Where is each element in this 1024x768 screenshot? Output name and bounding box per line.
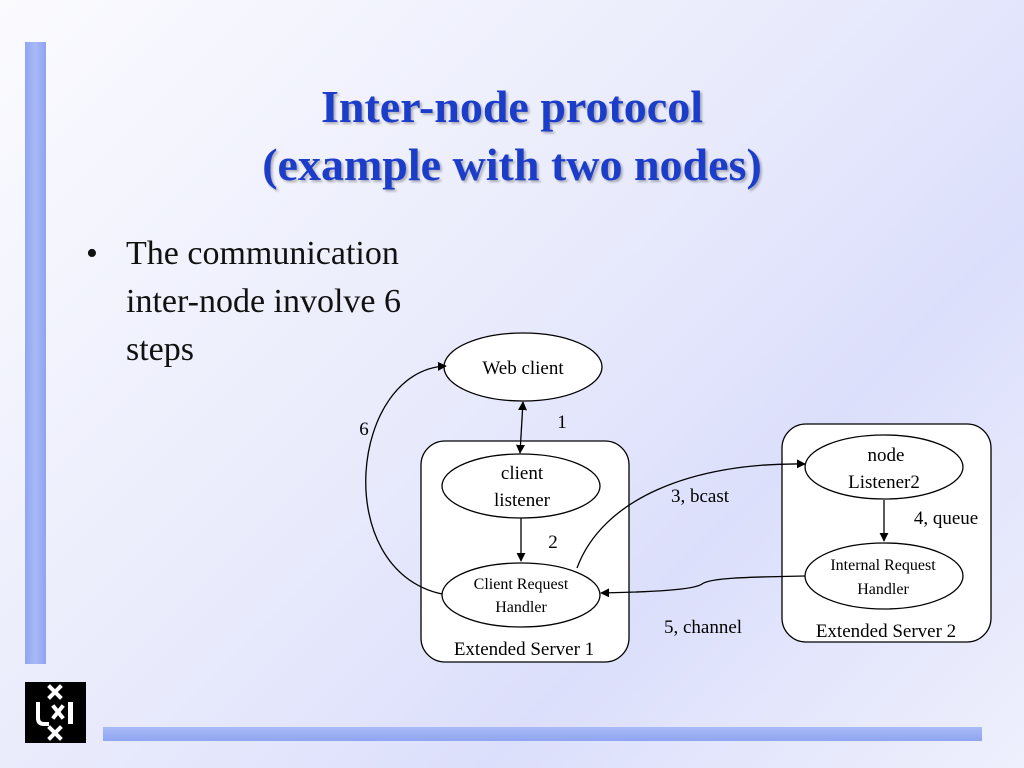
edge-step4-label: 4, queue: [914, 508, 978, 529]
slide-title: Inter-node protocol (example with two no…: [0, 78, 1024, 194]
internal-request-handler-node: [804, 542, 964, 610]
node-listener2-label-2: Listener2: [848, 472, 920, 493]
extended-server-2-label: Extended Server 2: [816, 621, 956, 642]
edge-step1-label: 1: [557, 412, 567, 433]
client-listener-label-2: listener: [494, 490, 551, 511]
title-line-2: (example with two nodes): [262, 139, 762, 190]
bottom-accent-bar: [103, 727, 982, 741]
client-listener-label-1: client: [501, 463, 544, 484]
edge-step2-label: 2: [548, 532, 558, 553]
uva-logo-icon: [25, 682, 86, 743]
left-accent-bar: [25, 42, 46, 664]
edge-step6-label: 6: [359, 419, 369, 440]
client-request-handler-label-2: Handler: [495, 599, 547, 616]
internal-request-handler-label-1: Internal Request: [830, 557, 936, 574]
client-request-handler-node: [441, 562, 601, 628]
edge-step5: [600, 575, 806, 598]
edge-step5-label: 5, channel: [664, 617, 742, 638]
web-client-label: Web client: [482, 358, 564, 379]
edge-step6: [365, 361, 447, 595]
edge-step3: [576, 459, 806, 569]
bullet-marker: •: [86, 235, 98, 272]
bullet-text: The communication inter-node involve 6 s…: [126, 235, 402, 368]
title-line-1: Inter-node protocol: [320, 81, 703, 132]
edge-step3-label: 3, bcast: [671, 486, 730, 507]
edge-step1: [515, 401, 528, 454]
extended-server-1-label: Extended Server 1: [454, 639, 594, 660]
client-request-handler-label-1: Client Request: [474, 576, 569, 593]
node-listener2-label-1: node: [868, 445, 905, 466]
internal-request-handler-label-2: Handler: [857, 581, 909, 598]
